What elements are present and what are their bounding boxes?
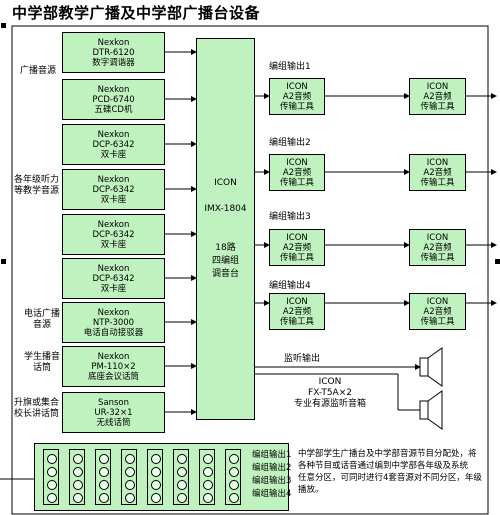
zone-switch-knob: [99, 454, 109, 464]
zone-switch-column: [173, 449, 189, 505]
zone-switch-knob: [47, 467, 57, 477]
monitor-output-label: 监听输出: [284, 354, 321, 364]
zone-switch-knob: [151, 454, 161, 464]
output-label: 编组输出4: [269, 281, 311, 291]
zone-switch-knob: [99, 493, 109, 503]
zone-switch-knob: [47, 493, 57, 503]
zone-switch-knob: [73, 454, 83, 464]
zone-switch-column: [199, 449, 215, 505]
zone-switch-knob: [125, 493, 135, 503]
zone-switch-knob: [125, 454, 135, 464]
output-label: 编组输出1: [269, 62, 311, 72]
zone-switch-knob: [73, 480, 83, 490]
zone-switch-knob: [73, 467, 83, 477]
zone-switch-knob: [151, 493, 161, 503]
zone-switch-column: [69, 449, 85, 505]
zone-switch-knob: [125, 467, 135, 477]
zone-switch-knob: [177, 493, 187, 503]
zone-switch-knob: [203, 454, 213, 464]
group-label-broadcast: 广播音源: [20, 66, 57, 76]
group-label-meeting: 学生播音话筒: [24, 352, 61, 373]
output-label: 编组输出2: [269, 138, 311, 148]
zone-switch-knob: [203, 467, 213, 477]
selection-handle[interactable]: [495, 259, 500, 264]
group-label-listening: 各年级听力等教学音源: [14, 175, 60, 196]
zone-switch-knob: [99, 467, 109, 477]
zone-switch-knob: [151, 480, 161, 490]
mixer-box: ICON IMX-1804 18路 四编组 调音台: [196, 38, 255, 420]
zone-switch-knob: [229, 454, 239, 464]
diagram-title: 中学部教学广播及中学部广播台设备: [12, 4, 261, 22]
zone-switch-column: [121, 449, 137, 505]
monitor-feed: [255, 373, 420, 411]
zone-bank: [34, 443, 289, 511]
zone-switch-knob: [73, 493, 83, 503]
description-note: 中学部学生广播台及中学部音源节目分配处，将 各种节目或话音通过编到中学部各年级及…: [298, 449, 482, 495]
outer-frame: [11, 25, 489, 515]
zone-switch-knob: [99, 480, 109, 490]
zone-switch-knob: [47, 480, 57, 490]
zone-switch-column: [43, 449, 59, 505]
zone-switch-knob: [177, 467, 187, 477]
output-links: [255, 93, 497, 370]
group-label-phone: 电话广播音源: [24, 309, 61, 330]
zone-switch-knob: [203, 493, 213, 503]
selection-handle[interactable]: [1, 259, 6, 264]
zone-switch-knob: [229, 493, 239, 503]
zone-switch-knob: [47, 454, 57, 464]
zone-switch-knob: [229, 480, 239, 490]
speaker-icon: [419, 347, 443, 430]
zone-switch-knob: [177, 454, 187, 464]
selection-handle[interactable]: [1, 23, 6, 28]
group-label-flag: 升旗或集合校长讲话筒: [14, 398, 60, 419]
source-links: [165, 49, 197, 415]
zone-switch-column: [147, 449, 163, 505]
zone-switch-knob: [203, 480, 213, 490]
bank-labels: 编组输出1 编组输出2 编组输出3 编组输出4: [252, 450, 292, 499]
zone-switch-knob: [229, 467, 239, 477]
output-label: 编组输出3: [269, 212, 311, 222]
zone-switch-column: [225, 449, 241, 505]
zone-switch-knob: [151, 467, 161, 477]
zone-switch-knob: [125, 480, 135, 490]
zone-switch-column: [95, 449, 111, 505]
zone-switch-knob: [177, 480, 187, 490]
